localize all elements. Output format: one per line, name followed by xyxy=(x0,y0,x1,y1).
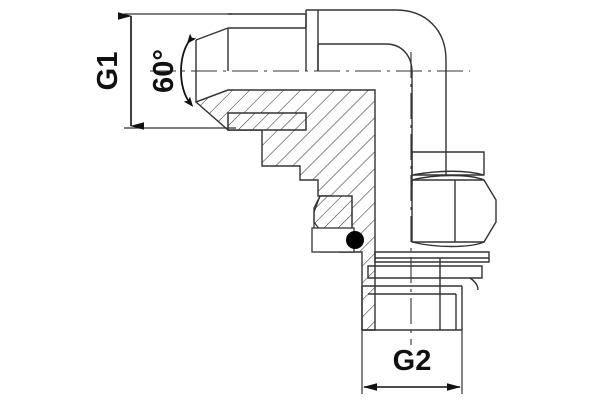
hex-nut xyxy=(411,151,497,248)
port-flange-chamfer xyxy=(469,277,479,291)
g1-label: G1 xyxy=(92,52,124,91)
elbow-inner-bend xyxy=(318,43,413,175)
centerlines-group xyxy=(150,52,470,345)
angle-arc xyxy=(180,33,197,107)
oring-groove-hatch xyxy=(313,195,353,231)
hex-bottom-chamfer xyxy=(411,241,485,248)
bore-wall-lower xyxy=(195,89,229,103)
outside-view-group xyxy=(195,9,447,186)
thread-major-top xyxy=(228,13,307,71)
dimension-g2: G2 xyxy=(361,330,463,394)
oring-group xyxy=(311,195,364,253)
cone-outer-profile xyxy=(195,27,229,41)
port-washer-top xyxy=(374,251,490,263)
nut-collar-chamfer xyxy=(411,170,485,176)
hex-top-chamfer xyxy=(411,174,485,181)
angle-60-label: 60° xyxy=(148,49,180,93)
thread-relief-pocket-hatch xyxy=(227,112,307,131)
dimension-g1: G1 xyxy=(92,12,236,130)
port-flange xyxy=(367,265,483,279)
oring-seal-icon xyxy=(346,231,364,249)
elbow-outer-bend xyxy=(395,9,447,175)
angle-60-group: 60° xyxy=(148,33,197,107)
hex-body-outline xyxy=(411,179,497,243)
vertical-port-group xyxy=(361,251,490,331)
g2-label: G2 xyxy=(393,345,432,377)
